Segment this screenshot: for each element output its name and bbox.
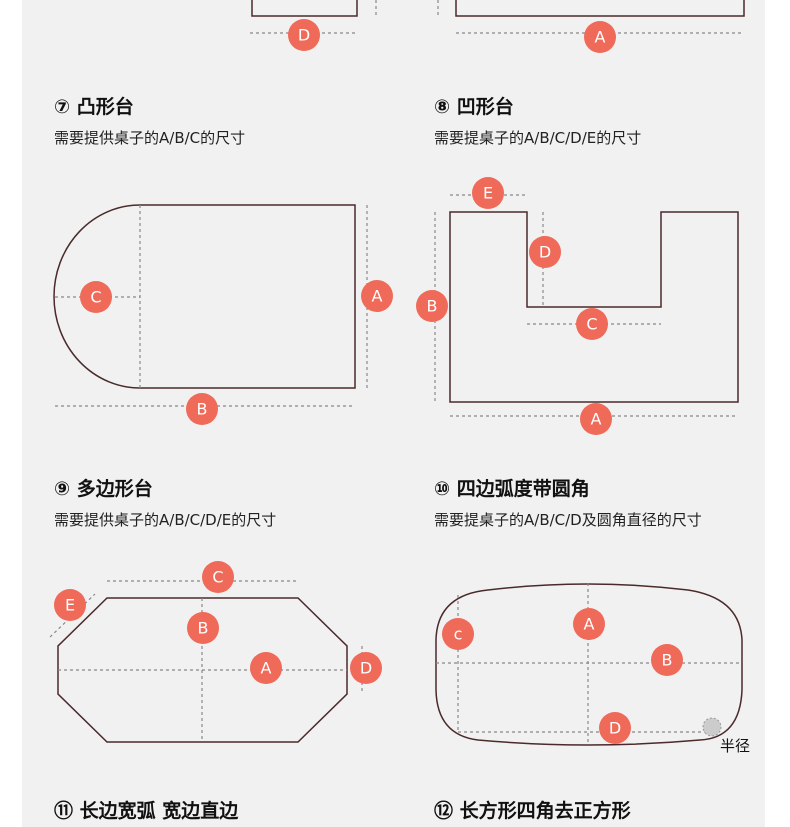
label-d: D — [599, 712, 631, 744]
label-a: A — [580, 403, 612, 435]
svg-text:C: C — [586, 315, 597, 334]
label-e: E — [54, 589, 86, 621]
svg-text:D: D — [360, 659, 372, 678]
svg-text:C: C — [90, 288, 101, 307]
label-d: D — [529, 236, 561, 268]
section-9-title: ⑨ 多边形台 — [54, 478, 153, 500]
svg-text:D: D — [298, 26, 310, 45]
top-fragment-left: D — [250, 0, 377, 51]
section-10-title: ⑩ 四边弧度带圆角 — [434, 478, 590, 500]
svg-text:B: B — [662, 651, 673, 670]
svg-text:A: A — [261, 659, 272, 678]
label-c: c — [442, 618, 474, 650]
label-b: B — [416, 290, 448, 322]
radius-label: 半径 — [720, 737, 750, 755]
section-7-title: ⑦ 凸形台 — [54, 96, 134, 118]
svg-text:B: B — [198, 619, 209, 638]
diagram-polygon-table: C E B A D — [49, 561, 382, 743]
label-a: A — [361, 280, 393, 312]
svg-text:A: A — [584, 615, 595, 634]
diagram-convex-table: C A B — [53, 204, 393, 425]
label-b: B — [186, 393, 218, 425]
label-b: B — [651, 644, 683, 676]
section-8-title: ⑧ 凹形台 — [434, 96, 514, 118]
label-c: C — [80, 281, 112, 313]
background-panel — [22, 0, 765, 827]
svg-text:E: E — [65, 596, 75, 615]
svg-text:B: B — [427, 297, 438, 316]
section-11-title: ⑪ 长边宽弧 宽边直边 — [54, 800, 239, 822]
svg-text:A: A — [372, 287, 383, 306]
svg-text:A: A — [595, 28, 606, 47]
diagram-rounded-arc-table: c A B D 半径 — [435, 583, 750, 755]
label-a: A — [573, 608, 605, 640]
label-c: C — [202, 561, 234, 593]
section-9-subtitle: 需要提供桌子的A/B/C/D/E的尺寸 — [54, 511, 277, 529]
section-8-subtitle: 需要提桌子的A/B/C/D/E的尺寸 — [434, 129, 642, 147]
label-b: B — [187, 612, 219, 644]
svg-text:B: B — [197, 400, 208, 419]
label-a: A — [250, 652, 282, 684]
radius-marker — [702, 717, 722, 737]
svg-text:D: D — [609, 719, 621, 738]
top-fragment-right: A — [437, 0, 745, 53]
label-c: C — [576, 308, 608, 340]
section-12-title: ⑫ 长方形四角去正方形 — [434, 800, 631, 822]
section-10-subtitle: 需要提桌子的A/B/C/D及圆角直径的尺寸 — [434, 511, 702, 529]
svg-text:C: C — [212, 568, 223, 587]
label-d: D — [288, 19, 320, 51]
svg-text:A: A — [591, 410, 602, 429]
diagram-concave-table: E D C B A — [416, 177, 739, 435]
label-d: D — [350, 652, 382, 684]
section-7-subtitle: 需要提供桌子的A/B/C的尺寸 — [54, 129, 246, 147]
svg-text:D: D — [539, 243, 551, 262]
label-e: E — [472, 177, 504, 209]
svg-text:E: E — [483, 184, 493, 203]
label-a: A — [584, 21, 616, 53]
svg-text:c: c — [454, 625, 463, 644]
